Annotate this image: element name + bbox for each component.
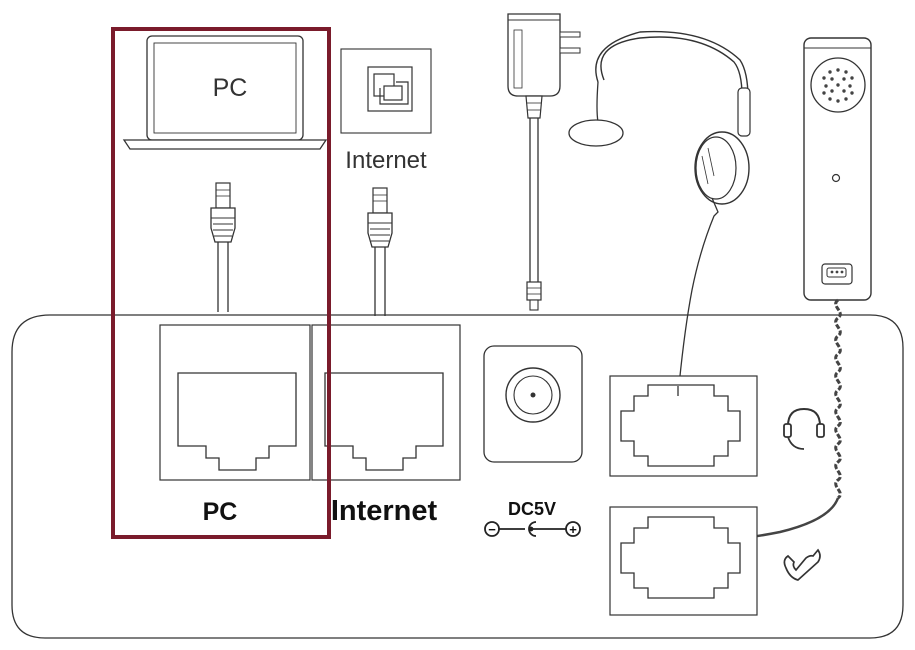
internet-port-label: Internet (331, 495, 438, 527)
power-port-label: DC5V (508, 499, 556, 519)
headset-port (609, 375, 758, 477)
pc-connection-highlight-box (111, 27, 331, 539)
dc-polarity-symbol (484, 521, 581, 537)
internet-wall-jack-icon (340, 48, 432, 134)
internet-source-label: Internet (345, 147, 427, 174)
polarity-plus-sign: + (569, 522, 577, 537)
dc-power-port (483, 345, 583, 463)
pc-port-label: PC (203, 498, 238, 526)
laptop-label: PC (213, 74, 248, 102)
polarity-minus-sign: − (488, 522, 496, 537)
headset-icon (783, 407, 825, 450)
internet-ethernet-cable-icon (367, 187, 393, 316)
handset-receiver-icon (803, 37, 872, 301)
headset-icon (568, 30, 751, 397)
pc-ethernet-cable-icon (210, 182, 236, 312)
handset-icon (783, 548, 821, 581)
power-adapter-icon (507, 13, 581, 311)
internet-port (311, 324, 461, 481)
laptop-icon (122, 35, 328, 150)
pc-port (159, 324, 311, 481)
handset-port (609, 506, 758, 616)
